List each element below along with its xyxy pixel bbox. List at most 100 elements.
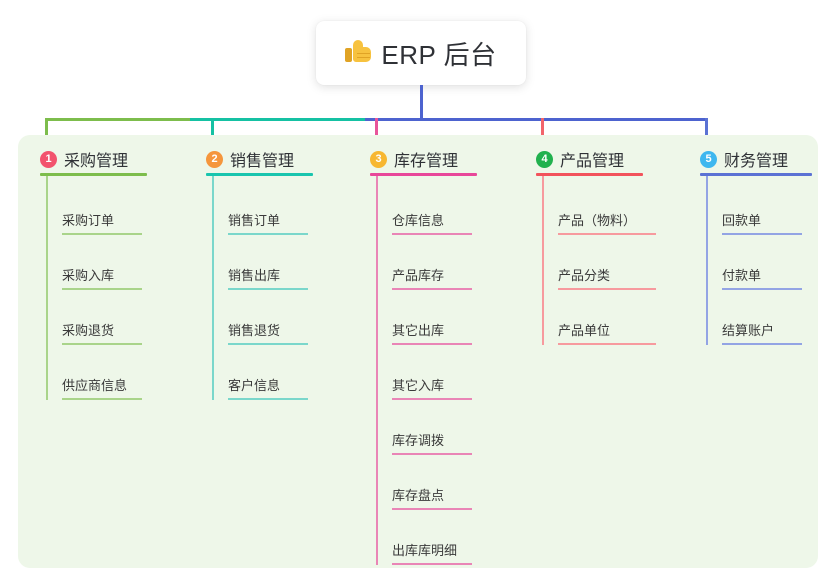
branch-item-label: 产品库存 — [392, 268, 445, 283]
branch-header-rule — [700, 173, 812, 176]
branch-header-财务管理[interactable]: 5 财务管理 — [700, 147, 788, 171]
branch-item-rule — [62, 288, 142, 290]
branch-item[interactable]: 结算账户 — [722, 319, 802, 345]
branch-item[interactable]: 产品分类 — [558, 264, 656, 290]
branch-item[interactable]: 销售订单 — [228, 209, 308, 235]
branch-header-库存管理[interactable]: 3 库存管理 — [370, 147, 458, 171]
branch-item-label: 销售出库 — [228, 268, 281, 283]
branch-title: 产品管理 — [560, 153, 625, 170]
branch-item-label: 销售退货 — [228, 323, 281, 338]
branch-stub-5 — [705, 118, 708, 148]
branch-item-label: 销售订单 — [228, 213, 281, 228]
branch-item-rule — [228, 288, 308, 290]
branch-stub-1 — [45, 118, 48, 148]
branch-item-rule — [392, 453, 472, 455]
branch-spine — [212, 176, 214, 400]
branch-index-badge: 5 — [700, 150, 717, 168]
branch-item-rule — [392, 233, 472, 235]
root-node-title: ERP 后台 — [381, 39, 497, 70]
branch-header-rule — [40, 173, 147, 176]
branch-item[interactable]: 供应商信息 — [62, 374, 142, 400]
branch-item-rule — [228, 398, 308, 400]
branch-item-rule — [392, 288, 472, 290]
branch-item-label: 客户信息 — [228, 378, 281, 393]
branch-item-rule — [228, 233, 308, 235]
branch-item-label: 其它出库 — [392, 323, 445, 338]
branch-item[interactable]: 销售出库 — [228, 264, 308, 290]
branch-header-rule — [536, 173, 643, 176]
branch-item-label: 付款单 — [722, 268, 762, 283]
branch-item[interactable]: 库存调拨 — [392, 429, 472, 455]
branch-header-销售管理[interactable]: 2 销售管理 — [206, 147, 294, 171]
branch-item-rule — [392, 508, 472, 510]
branch-title: 库存管理 — [394, 153, 459, 170]
branch-item-label: 产品单位 — [558, 323, 611, 338]
branch-header-产品管理[interactable]: 4 产品管理 — [536, 147, 624, 171]
branch-item[interactable]: 销售退货 — [228, 319, 308, 345]
branch-item-label: 采购入库 — [62, 268, 115, 283]
branch-item-rule — [558, 288, 656, 290]
branch-item[interactable]: 采购退货 — [62, 319, 142, 345]
branch-spine — [376, 176, 378, 565]
branch-item-label: 产品分类 — [558, 268, 611, 283]
branch-item-rule — [722, 288, 802, 290]
branch-spine — [46, 176, 48, 400]
branch-item[interactable]: 其它出库 — [392, 319, 472, 345]
branch-index-badge: 4 — [536, 150, 553, 168]
branch-item[interactable]: 采购订单 — [62, 209, 142, 235]
branch-stub-3 — [375, 118, 378, 148]
bus-segment-left — [45, 118, 190, 121]
branch-item-label: 库存盘点 — [392, 488, 445, 503]
root-node-content: ERP 后台 — [345, 35, 496, 72]
branch-item[interactable]: 客户信息 — [228, 374, 308, 400]
branch-item-rule — [62, 233, 142, 235]
branch-item-rule — [722, 233, 802, 235]
branch-item-rule — [392, 343, 472, 345]
branch-item[interactable]: 回款单 — [722, 209, 802, 235]
branch-item-rule — [558, 343, 656, 345]
branch-item[interactable]: 出库库明细 — [392, 539, 472, 565]
branch-stub-2 — [211, 118, 214, 148]
branch-item-label: 采购订单 — [62, 213, 115, 228]
branch-header-rule — [370, 173, 477, 176]
branch-index-badge: 3 — [370, 150, 387, 168]
branch-item-label: 其它入库 — [392, 378, 445, 393]
branch-title: 销售管理 — [230, 153, 295, 170]
root-drop-line — [420, 85, 423, 121]
branch-item[interactable]: 产品（物料） — [558, 209, 656, 235]
branch-item[interactable]: 采购入库 — [62, 264, 142, 290]
branch-item[interactable]: 产品库存 — [392, 264, 472, 290]
branch-item-rule — [62, 343, 142, 345]
branch-spine — [706, 176, 708, 345]
branch-stub-4 — [541, 118, 544, 148]
branch-item-label: 仓库信息 — [392, 213, 445, 228]
bus-segment-mid — [190, 118, 365, 121]
branch-item-label: 产品（物料） — [558, 213, 637, 228]
branch-item-label: 供应商信息 — [62, 378, 128, 393]
branch-item-label: 库存调拨 — [392, 433, 445, 448]
branch-item[interactable]: 其它入库 — [392, 374, 472, 400]
branch-spine — [542, 176, 544, 345]
branch-item-rule — [228, 343, 308, 345]
branch-item-rule — [722, 343, 802, 345]
branch-item[interactable]: 库存盘点 — [392, 484, 472, 510]
branch-item[interactable]: 付款单 — [722, 264, 802, 290]
branch-index-badge: 2 — [206, 150, 223, 168]
branch-item-label: 结算账户 — [722, 323, 775, 338]
branch-item[interactable]: 产品单位 — [558, 319, 656, 345]
thumbs-up-icon — [345, 39, 372, 67]
branch-item-label: 采购退货 — [62, 323, 115, 338]
branch-item-rule — [392, 398, 472, 400]
branch-item-rule — [558, 233, 656, 235]
bus-segment-right — [365, 118, 708, 121]
root-node-card[interactable]: ERP 后台 — [316, 21, 526, 85]
branch-title: 采购管理 — [64, 153, 129, 170]
branch-item-rule — [392, 563, 472, 565]
branch-item-label: 出库库明细 — [392, 543, 458, 558]
branch-item-rule — [62, 398, 142, 400]
branch-item[interactable]: 仓库信息 — [392, 209, 472, 235]
branch-title: 财务管理 — [724, 153, 789, 170]
